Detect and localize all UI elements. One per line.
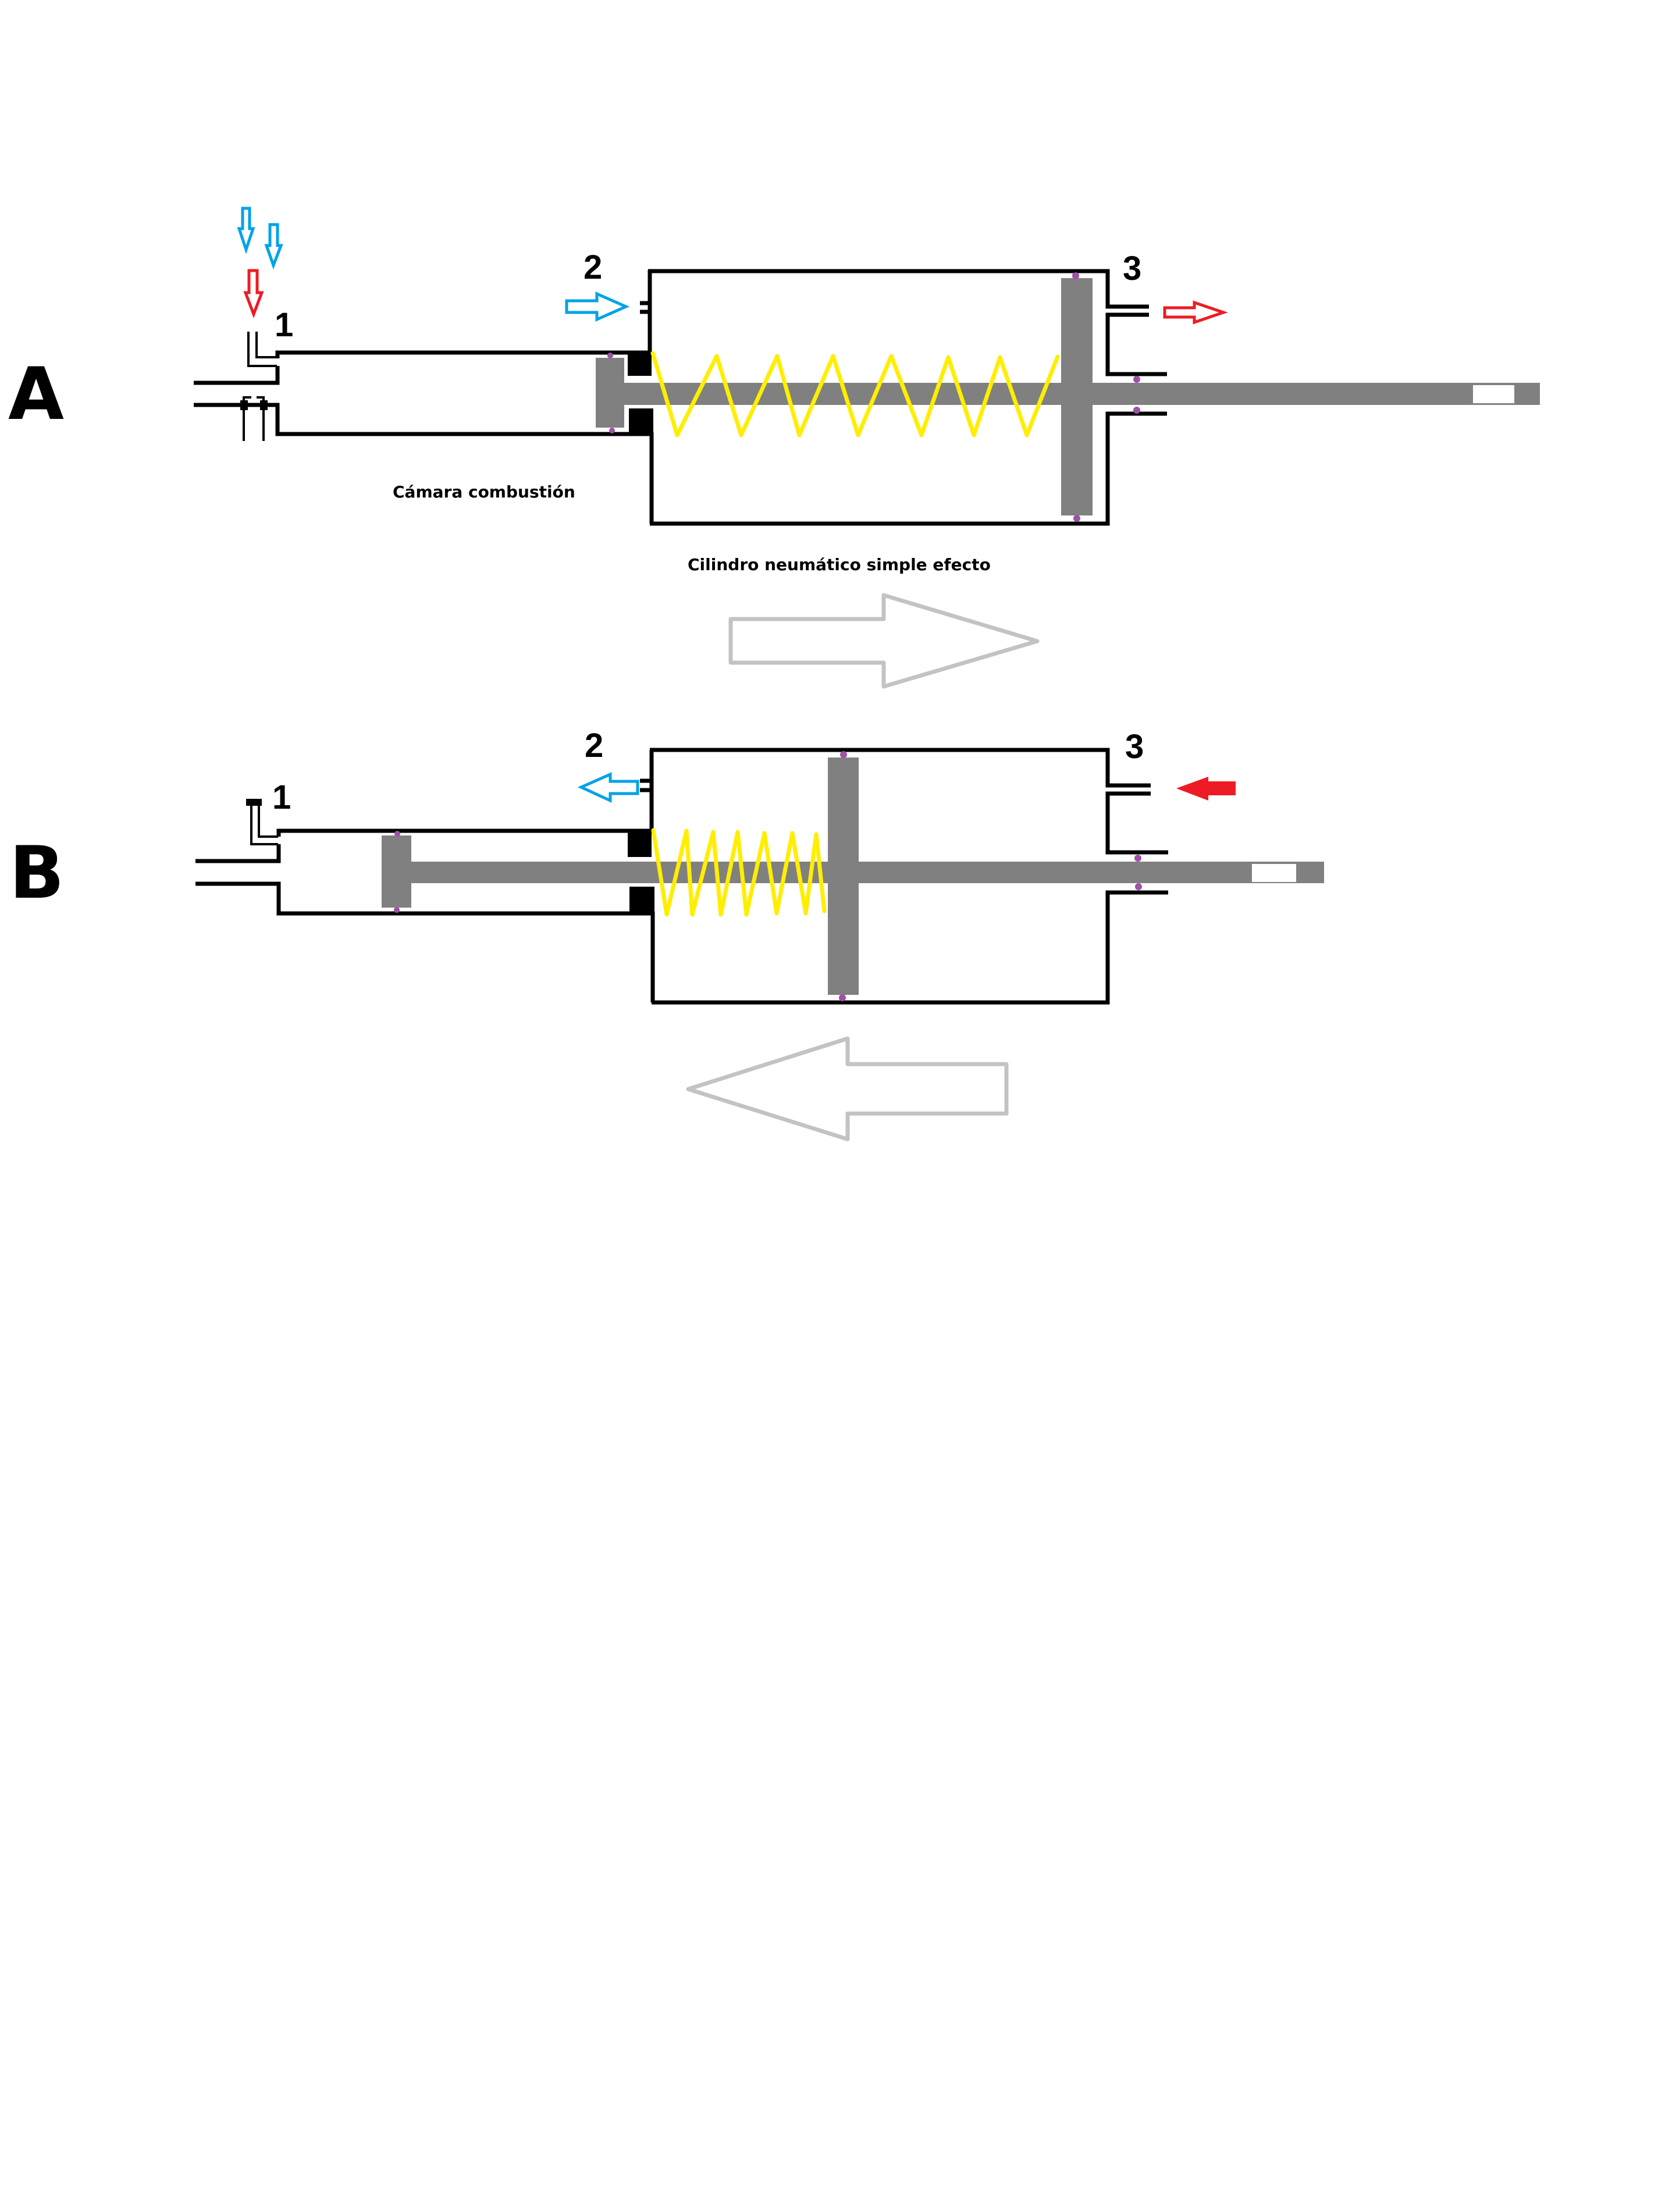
seal-dot <box>1133 407 1140 414</box>
diagram-b: B 1 <box>9 727 1324 1141</box>
port-2-label-a: 2 <box>583 248 602 286</box>
motion-arrow-left-icon <box>686 1036 1009 1141</box>
seal-dot <box>394 907 400 913</box>
port-1-label-b: 1 <box>272 778 291 816</box>
inlet-top-wall <box>194 366 280 385</box>
rod-seal-top <box>628 353 652 376</box>
seal-dot <box>1133 376 1140 383</box>
port-1-pipe-outer <box>250 806 278 845</box>
port-1-cap <box>246 799 262 806</box>
cylinder-top-wall <box>648 269 1149 309</box>
rod-seal-bottom <box>629 408 653 434</box>
main-piston-b <box>828 758 859 995</box>
port-2-stub-bottom <box>640 310 652 353</box>
air-inlet-arrow-2 <box>264 223 283 270</box>
seal-dot <box>839 994 846 1001</box>
cylinder-top-wall <box>650 748 1151 788</box>
port-3-label-b: 3 <box>1125 728 1144 766</box>
air-inlet-arrow-left-icon <box>1176 777 1236 801</box>
spring-a <box>650 351 1060 438</box>
seal-dot <box>1072 272 1079 279</box>
chamber-piston-b <box>382 835 411 908</box>
port-1-label-a: 1 <box>275 306 293 344</box>
port-2-label-b: 2 <box>585 727 603 764</box>
diagram-a: A 1 <box>8 207 1540 689</box>
spring-b <box>651 828 827 917</box>
spark-plug-icon <box>240 396 268 441</box>
seal-dot <box>840 751 847 758</box>
port-3-wall <box>1105 312 1167 376</box>
port-1-pipe-inner <box>258 806 278 838</box>
exhaust-arrow-right-icon <box>1163 300 1228 325</box>
seal-dot <box>1134 855 1141 862</box>
chamber-bottom-wall <box>194 403 654 524</box>
piston-rod-b <box>411 862 1324 883</box>
combustion-chamber-b: 1 <box>195 750 655 1002</box>
rod-seal-top <box>628 831 652 857</box>
combustion-chamber-a: Cámara combustión <box>194 270 654 524</box>
section-letter-a: A <box>8 353 64 436</box>
arrow-down-icon <box>243 269 264 319</box>
section-letter-b: B <box>9 831 65 915</box>
chamber-bottom-wall <box>195 881 655 1002</box>
seal-dot <box>394 831 400 837</box>
pneumatic-cylinder-b: 2 3 <box>382 727 1324 1005</box>
rod-seal-bottom <box>629 887 654 913</box>
inlet-top-wall <box>195 844 281 863</box>
motion-arrow-right-icon <box>728 593 1040 689</box>
port-2-stub-bottom <box>640 788 654 831</box>
air-inlet-arrow-1 <box>237 207 255 254</box>
air-inlet-arrow-right-icon <box>565 291 630 322</box>
port-3-label-a: 3 <box>1123 250 1141 287</box>
pneumatic-cylinder-a: 2 3 Cilindro neumático simple efecto <box>565 248 1540 574</box>
cylinder-bottom-wall <box>652 890 1168 1005</box>
air-exhaust-arrow-left-icon <box>577 772 639 803</box>
seal-dot <box>1073 515 1080 522</box>
chamber-piston-a <box>596 358 624 428</box>
main-piston-a <box>1061 278 1093 515</box>
cylinder-bottom-wall <box>650 411 1167 526</box>
rod-end-slot-b <box>1252 864 1296 882</box>
cylinder-label: Cilindro neumático simple efecto <box>688 555 991 574</box>
seal-dot <box>609 428 615 433</box>
chamber-label: Cámara combustión <box>393 482 575 502</box>
seal-dot <box>1135 883 1142 890</box>
seal-dot <box>607 353 613 358</box>
port-3-wall <box>1105 791 1168 855</box>
arrow-down-icon <box>264 223 283 270</box>
rod-end-slot-a <box>1473 385 1514 403</box>
port-1-pipe-inner <box>255 332 278 358</box>
port-1-pipe-outer <box>247 332 277 367</box>
arrow-down-icon <box>237 207 255 254</box>
fuel-inlet-arrow <box>243 269 264 319</box>
